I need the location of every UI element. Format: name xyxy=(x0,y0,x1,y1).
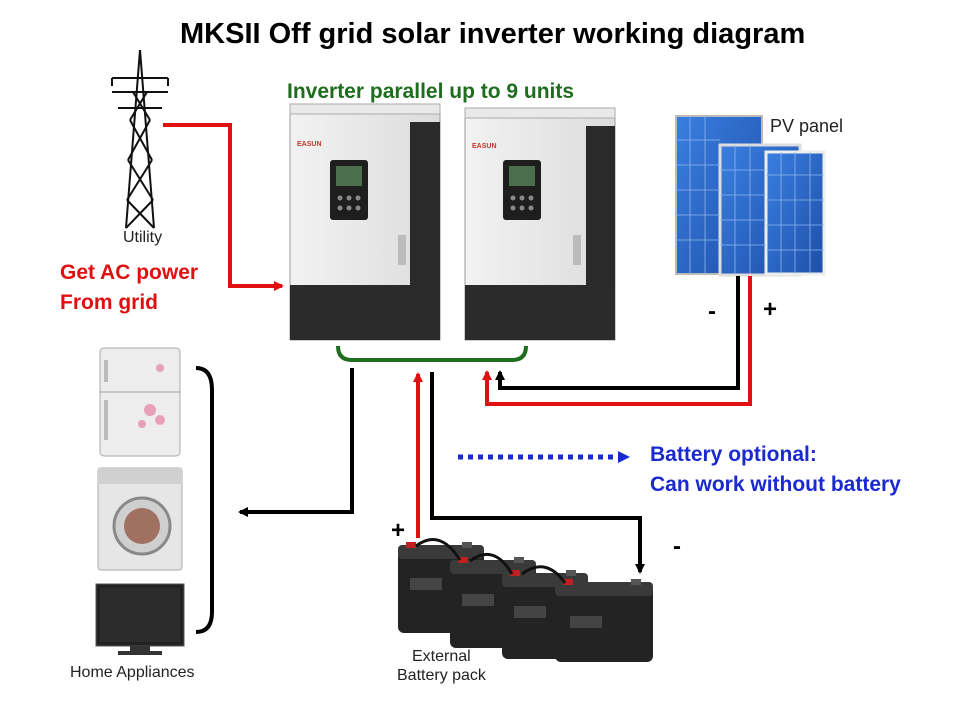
battery-minus-label: - xyxy=(673,533,681,560)
washing-machine-icon xyxy=(97,467,183,571)
diagram-title: MKSII Off grid solar inverter working di… xyxy=(180,18,806,50)
inverter-brand: EASUN xyxy=(297,141,322,148)
battery-icon xyxy=(398,538,653,662)
external-battery-label: External xyxy=(412,648,471,665)
battery-optional-label-line2: Can work without battery xyxy=(650,473,901,496)
inverter-icon: EASUN xyxy=(289,103,441,341)
pv-panel-label: PV panel xyxy=(770,116,844,136)
ac-power-label-line2: From grid xyxy=(60,291,158,314)
external-battery-label-line2: Battery pack xyxy=(397,667,486,684)
battery-wires xyxy=(413,372,645,574)
tv-icon xyxy=(95,583,185,655)
ac-power-label: Get AC power xyxy=(60,261,199,284)
pv-wires xyxy=(482,276,752,406)
battery-plus-label: + xyxy=(391,517,406,544)
parallel-label: Inverter parallel up to 9 units xyxy=(287,80,575,103)
solar-panel-icon xyxy=(675,115,826,277)
grid-ac-wire xyxy=(163,123,284,291)
pv-minus-label: - xyxy=(708,298,716,325)
utility-label: Utility xyxy=(123,229,163,246)
ac-output-wire xyxy=(195,366,354,634)
refrigerator-icon xyxy=(99,347,181,457)
inverter-icon: EASUN xyxy=(464,107,616,341)
utility-tower-icon xyxy=(111,49,169,229)
home-appliances-label: Home Appliances xyxy=(70,664,195,681)
pv-plus-label: + xyxy=(763,296,778,323)
parallel-bracket xyxy=(336,345,528,362)
battery-optional-label: Battery optional: xyxy=(650,443,817,466)
inverter-brand: EASUN xyxy=(472,143,497,150)
